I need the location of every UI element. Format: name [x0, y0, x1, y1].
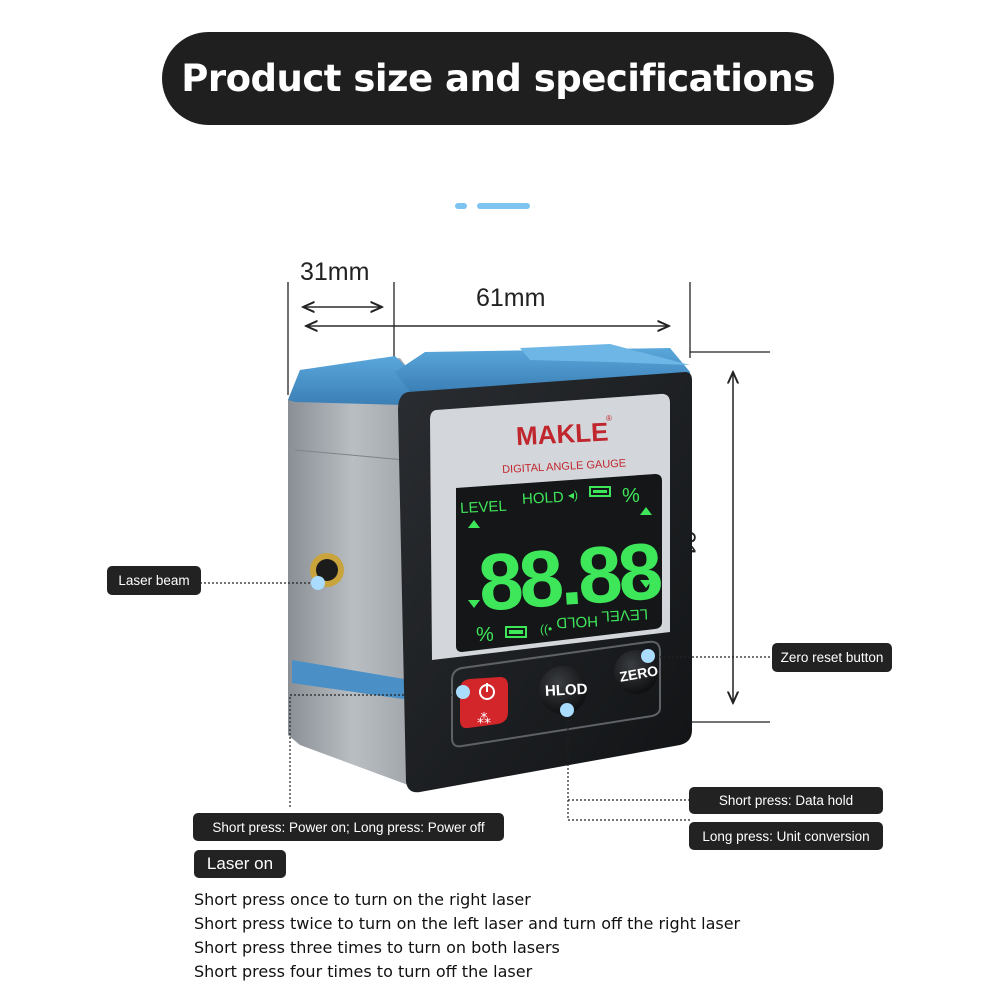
laser-on-heading: Laser on [194, 850, 286, 878]
svg-text:((•: ((• [540, 622, 552, 636]
laser-instruction-3: Short press three times to turn on both … [194, 938, 560, 957]
svg-text:◂): ◂) [568, 488, 578, 502]
width-label: 61mm [476, 284, 546, 312]
button-panel [451, 640, 661, 748]
svg-text:LEVEL: LEVEL [601, 605, 649, 624]
lcd-screen [456, 474, 662, 652]
lcd-reading: 88.88 [476, 526, 664, 628]
svg-text:HOLD: HOLD [556, 612, 599, 631]
gauge-side [288, 356, 420, 790]
callout-laser-beam: Laser beam [107, 566, 201, 595]
callout-zero-reset: Zero reset button [772, 643, 892, 672]
hold-button: HLOD [539, 666, 588, 714]
brand-logo: MAKLE [515, 416, 609, 451]
callout-markers [311, 576, 655, 717]
callout-leaders [200, 582, 772, 821]
decorative-dash [477, 203, 530, 209]
callout-unit-conversion: Long press: Unit conversion [689, 822, 883, 850]
page-title: Product size and specifications [162, 32, 834, 125]
power-button: ⁂ [460, 677, 508, 729]
svg-text:ZERO: ZERO [618, 662, 659, 685]
callout-power: Short press: Power on; Long press: Power… [193, 813, 504, 841]
callout-data-hold: Short press: Data hold [689, 787, 883, 814]
svg-text:%: % [622, 485, 640, 507]
decorative-dot [455, 203, 467, 209]
svg-text:LEVEL: LEVEL [460, 498, 508, 517]
dimension-lines [287, 282, 770, 723]
svg-text:HLOD: HLOD [545, 681, 588, 700]
svg-text:®: ® [606, 414, 612, 423]
laser-instruction-4: Short press four times to turn off the l… [194, 962, 533, 981]
laser-instruction-2: Short press twice to turn on the left la… [194, 914, 741, 933]
laser-instruction-1: Short press once to turn on the right la… [194, 890, 531, 909]
svg-text:⁂: ⁂ [477, 710, 491, 726]
svg-text:HOLD: HOLD [522, 489, 565, 508]
svg-text:%: % [476, 624, 494, 646]
side-depth-label: 31mm [300, 258, 370, 286]
